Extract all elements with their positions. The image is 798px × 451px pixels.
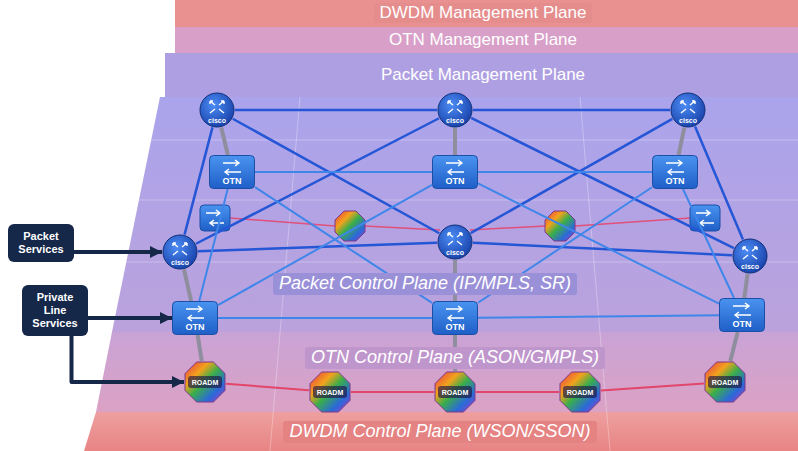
device-label: OTN bbox=[733, 320, 752, 329]
device-label: ROADM bbox=[567, 389, 593, 396]
otn-link bbox=[218, 317, 432, 319]
plane-label: OTN Control Plane (ASON/GMPLS) bbox=[305, 347, 605, 369]
device-label: ROADM bbox=[712, 379, 738, 386]
packet-link bbox=[471, 119, 673, 233]
optical-link bbox=[351, 391, 434, 393]
device-label: OTN bbox=[666, 177, 685, 186]
optical-link bbox=[601, 383, 704, 390]
service-arrow bbox=[72, 336, 185, 382]
port-bundle bbox=[198, 335, 202, 361]
otn-switch: OTN bbox=[432, 155, 478, 189]
vendor-label: cisco bbox=[208, 117, 226, 124]
plane-grid bbox=[126, 97, 798, 451]
device-label: ROADM bbox=[442, 389, 468, 396]
plane-band: DWDM Management Plane bbox=[374, 3, 593, 23]
otn-link bbox=[478, 171, 652, 173]
otn-link bbox=[478, 315, 719, 318]
device-label: OTN bbox=[446, 177, 465, 186]
service-box: Packet Services bbox=[8, 224, 74, 262]
device-label: ROADM bbox=[192, 379, 218, 386]
plane-label: OTN Management Plane bbox=[383, 30, 583, 50]
otn-switch: OTN bbox=[432, 301, 478, 335]
packet-link bbox=[235, 109, 437, 112]
otn-switch: OTN bbox=[652, 155, 698, 189]
port-bundle bbox=[730, 332, 737, 361]
otn-switch: OTN bbox=[209, 155, 255, 189]
roadm-node: ROADM bbox=[184, 361, 226, 403]
plane-label: DWDM Control Plane (WSON/SSON) bbox=[283, 421, 596, 443]
otn-switch: OTN bbox=[172, 301, 218, 335]
management-band bbox=[165, 53, 798, 97]
packet-link bbox=[473, 109, 670, 112]
plane-label: Packet Management Plane bbox=[375, 65, 591, 85]
service-label: Packet Services bbox=[12, 230, 70, 256]
control-plane bbox=[96, 332, 798, 412]
port-bundle bbox=[744, 274, 747, 298]
roadm-icon bbox=[545, 211, 575, 241]
service-arrow bbox=[74, 250, 162, 254]
optical-link bbox=[226, 384, 309, 391]
optical-link bbox=[476, 391, 559, 393]
management-band bbox=[175, 27, 798, 53]
service-box: Private Line Services bbox=[22, 285, 88, 336]
port-bundle bbox=[679, 128, 685, 155]
router-node: cisco bbox=[670, 92, 706, 128]
plane-band: Packet Control Plane (IP/MPLS, SR) bbox=[273, 273, 577, 295]
device-label: ROADM bbox=[317, 389, 343, 396]
plane-label: Packet Control Plane (IP/MPLS, SR) bbox=[273, 273, 577, 295]
otn-switch: OTN bbox=[719, 298, 765, 332]
device-label: OTN bbox=[446, 323, 465, 332]
otn-link bbox=[199, 189, 227, 301]
plane-band: DWDM Control Plane (WSON/SSON) bbox=[283, 421, 596, 443]
otn-link bbox=[255, 171, 432, 173]
packet-link bbox=[233, 119, 440, 234]
vendor-label: cisco bbox=[679, 117, 697, 124]
router-node: cisco bbox=[437, 92, 473, 128]
router-node: cisco bbox=[162, 234, 198, 270]
device-label: OTN bbox=[223, 177, 242, 186]
management-band bbox=[175, 0, 798, 27]
packet-optical-switch bbox=[690, 205, 720, 231]
plane-label: DWDM Management Plane bbox=[374, 3, 593, 23]
service-arrow bbox=[88, 316, 172, 320]
roadm-node: ROADM bbox=[559, 371, 601, 413]
vendor-label: cisco bbox=[741, 263, 759, 270]
router-node: cisco bbox=[732, 238, 768, 274]
packet-link bbox=[471, 118, 734, 248]
otn-link bbox=[683, 189, 734, 298]
port-bundle bbox=[453, 128, 457, 155]
vendor-label: cisco bbox=[446, 249, 464, 256]
roadm-node: ROADM bbox=[309, 371, 351, 413]
roadm-node: ROADM bbox=[434, 371, 476, 413]
device-label: OTN bbox=[186, 323, 205, 332]
packet-link bbox=[196, 118, 439, 243]
plane-band: Packet Management Plane bbox=[375, 65, 591, 85]
control-plane bbox=[112, 97, 798, 332]
vendor-label: cisco bbox=[446, 117, 464, 124]
roadm-node: ROADM bbox=[704, 361, 746, 403]
port-bundle bbox=[221, 127, 228, 155]
vendor-label: cisco bbox=[171, 259, 189, 266]
packet-link bbox=[185, 127, 213, 234]
router-node: cisco bbox=[199, 92, 235, 128]
control-plane bbox=[84, 412, 798, 451]
port-bundle bbox=[184, 270, 191, 301]
router-node: cisco bbox=[437, 224, 473, 260]
packet-link bbox=[695, 127, 743, 240]
service-label: Private Line Services bbox=[26, 291, 84, 330]
plane-band: OTN Control Plane (ASON/GMPLS) bbox=[305, 347, 605, 369]
plane-band: OTN Management Plane bbox=[383, 30, 583, 50]
